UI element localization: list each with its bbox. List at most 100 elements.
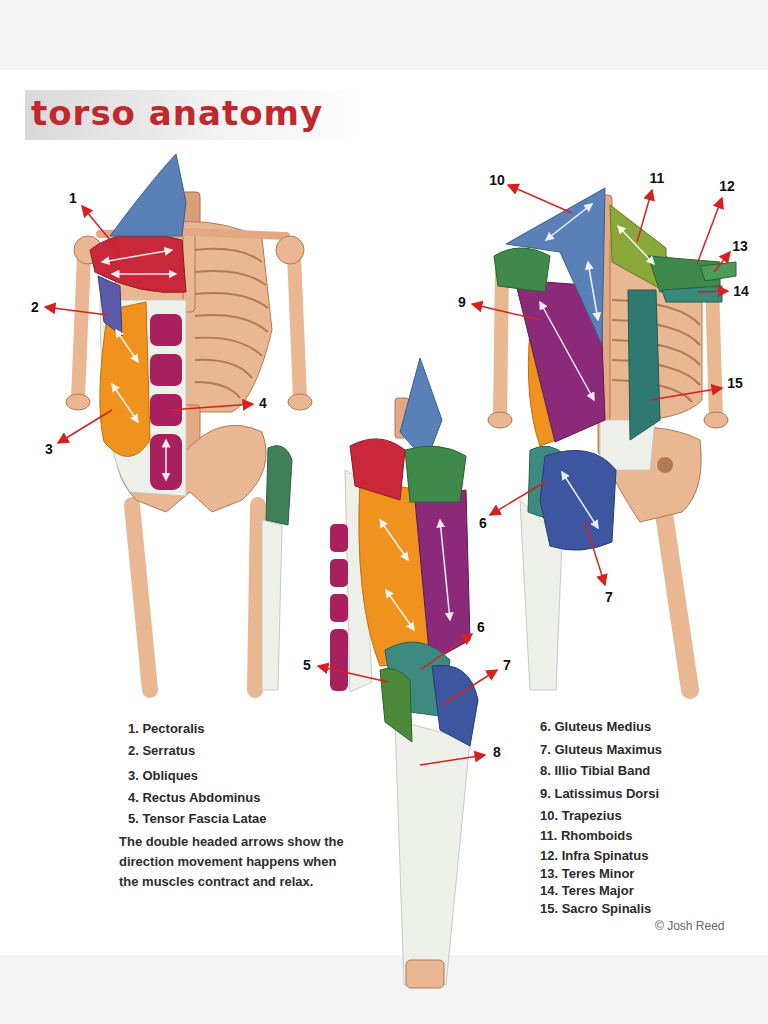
callout-number: 6 bbox=[479, 515, 487, 531]
callout-number: 3 bbox=[45, 441, 53, 457]
rib bbox=[195, 293, 268, 308]
leader-line bbox=[420, 634, 472, 670]
key-entry: 9. Latissimus Dorsi bbox=[540, 786, 659, 801]
movement-arrow bbox=[540, 302, 594, 400]
callout-number: 10 bbox=[489, 172, 505, 188]
key-entry: 2. Serratus bbox=[128, 743, 195, 758]
femur bbox=[255, 505, 258, 690]
leader-line bbox=[585, 522, 605, 585]
humerus bbox=[500, 270, 502, 418]
callout-number: 14 bbox=[733, 283, 749, 299]
leader-line bbox=[650, 388, 722, 400]
movement-arrow bbox=[546, 204, 592, 240]
movement-arrow bbox=[618, 226, 654, 264]
movement-arrow bbox=[440, 520, 450, 620]
leader-line bbox=[420, 755, 485, 765]
key-entry: 12. Infra Spinatus bbox=[540, 848, 648, 863]
leader-line bbox=[318, 666, 388, 682]
leader-line bbox=[45, 307, 108, 315]
leader-line bbox=[698, 291, 728, 292]
callout-number: 7 bbox=[605, 589, 613, 605]
callout-number: 1 bbox=[69, 190, 77, 206]
rib bbox=[195, 360, 252, 378]
humerus bbox=[294, 255, 300, 398]
key-entry: 7. Gluteus Maximus bbox=[540, 742, 662, 757]
callout-number: 15 bbox=[727, 375, 743, 391]
rectus-segment bbox=[330, 629, 348, 691]
movement-arrow bbox=[112, 273, 176, 275]
gluteus-maximus-muscle bbox=[540, 450, 616, 550]
rectus-segment bbox=[150, 314, 182, 346]
leader-line bbox=[442, 670, 497, 705]
elbow bbox=[488, 412, 512, 428]
rectus-segment bbox=[150, 434, 182, 490]
front-view bbox=[66, 154, 312, 690]
key-entry: 1. Pectoralis bbox=[128, 721, 205, 736]
leader-line bbox=[170, 404, 253, 410]
rectus-segment bbox=[330, 559, 348, 587]
key-entry: 11. Rhomboids bbox=[540, 828, 632, 843]
key-entry: 4. Rectus Abdominus bbox=[128, 790, 260, 805]
hip-socket bbox=[657, 457, 673, 473]
sacro-spinalis-muscle bbox=[628, 290, 660, 440]
rib bbox=[195, 315, 268, 332]
iliotibial-band bbox=[262, 520, 282, 690]
credit-line: © Josh Reed bbox=[655, 919, 725, 933]
key-entry: 3. Obliques bbox=[128, 768, 198, 783]
movement-arrow bbox=[380, 520, 408, 560]
leader-line bbox=[508, 185, 572, 213]
callout-number: 12 bbox=[719, 178, 735, 194]
leader-line bbox=[82, 206, 120, 252]
key-entry: 5. Tensor Fascia Latae bbox=[128, 811, 267, 826]
leader-line bbox=[472, 304, 540, 320]
elbow bbox=[66, 394, 90, 410]
callout-number: 2 bbox=[31, 299, 39, 315]
key-entry: 10. Trapezius bbox=[540, 808, 622, 823]
rib bbox=[195, 338, 262, 356]
caption-note: The double headed arrows show the direct… bbox=[119, 832, 347, 892]
teres-minor-muscle bbox=[700, 262, 736, 281]
callout-number: 7 bbox=[503, 657, 511, 673]
rectus-segment bbox=[330, 594, 348, 622]
movement-arrow bbox=[562, 472, 598, 528]
femur bbox=[662, 500, 690, 690]
callout-number: 9 bbox=[458, 294, 466, 310]
margin-band bbox=[0, 955, 768, 1024]
callout-number: 13 bbox=[732, 238, 748, 254]
femur bbox=[132, 505, 150, 690]
leader-line bbox=[490, 482, 545, 515]
key-entry: 6. Gluteus Medius bbox=[540, 719, 651, 734]
clavicle bbox=[192, 232, 286, 236]
key-entry: 8. Illio Tibial Band bbox=[540, 763, 650, 778]
callout-number: 8 bbox=[493, 744, 501, 760]
gluteus-maximus-muscle bbox=[432, 665, 478, 746]
leader-line bbox=[714, 252, 730, 272]
tensor-fascia-latae bbox=[380, 668, 412, 742]
rib bbox=[195, 271, 266, 285]
rib bbox=[195, 382, 240, 398]
title-banner: torso anatomy bbox=[25, 90, 370, 140]
humerus bbox=[78, 255, 84, 398]
pectoralis-muscle bbox=[350, 439, 405, 500]
trapezius-muscle bbox=[110, 154, 186, 236]
leader-lines bbox=[45, 185, 730, 765]
key-entry: 13. Teres Minor bbox=[540, 866, 634, 881]
movement-arrows bbox=[102, 204, 654, 630]
page-title: torso anatomy bbox=[31, 93, 323, 133]
callout-number: 11 bbox=[650, 170, 665, 186]
elbow bbox=[288, 394, 312, 410]
rectus-segment bbox=[150, 354, 182, 386]
movement-arrow bbox=[112, 384, 138, 422]
serratus-muscle bbox=[98, 276, 122, 336]
side-view bbox=[330, 358, 478, 988]
callout-number: 5 bbox=[303, 657, 311, 673]
rectus-segment bbox=[330, 524, 348, 552]
shoulder-joint bbox=[276, 236, 304, 264]
deltoid-muscle bbox=[405, 446, 466, 502]
key-entry: 15. Sacro Spinalis bbox=[540, 901, 651, 916]
teres-major-muscle bbox=[662, 286, 722, 302]
deltoid-muscle bbox=[494, 248, 550, 292]
movement-arrow bbox=[102, 250, 172, 262]
back-view bbox=[488, 188, 736, 690]
